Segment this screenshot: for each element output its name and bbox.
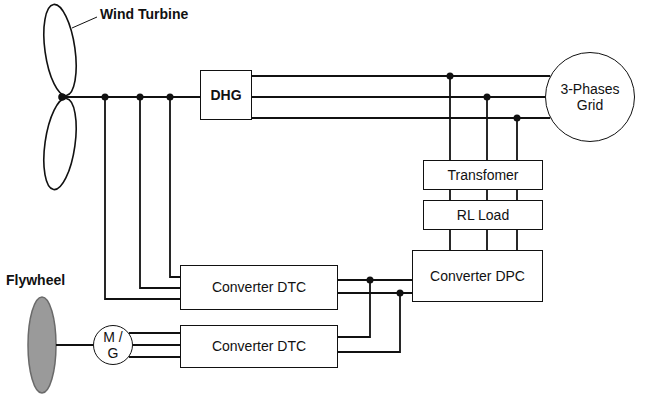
wire-line [516,190,518,200]
wire-line [516,230,518,250]
wire-line [449,190,451,200]
wire-line [252,96,545,98]
converter-box: Converter DTC [180,265,338,310]
converter-box: Converter DTC [180,325,338,368]
flywheel-disc [28,297,56,393]
node-text: DHG [210,87,241,103]
node-text: M / G [100,329,126,361]
leader-line [72,17,97,28]
turbine-label: Wind Turbine [100,6,188,22]
wire-connector [252,76,550,118]
node-text: RL Load [457,207,509,223]
flywheel-label: Flywheel [6,272,65,288]
generator-box: DHG [200,70,252,120]
wire-connector [338,280,412,352]
wire-line [133,344,180,346]
node-text: Transfomer [447,167,518,183]
wire-line [252,117,550,119]
node-text: 3-Phases Grid [552,81,628,113]
converter-box: Converter DPC [412,250,543,302]
wire-line [129,332,180,334]
grid-circle: 3-Phases Grid [545,52,635,142]
machine-circle: M / G [93,325,133,365]
node-text: Converter DPC [430,268,525,284]
transformer-box: Transfomer [423,160,543,190]
wire-connector [450,190,517,200]
wire-line [252,75,550,77]
wire-line [486,190,488,200]
wire-line [338,293,412,352]
wire-connector [129,333,180,357]
wire-connector [450,230,517,250]
wire-line [486,230,488,250]
wire-connector [338,280,412,293]
wire-line [129,356,180,358]
node-text: Converter DTC [212,279,306,295]
shaft-line [56,344,93,346]
wire-line [449,230,451,250]
node-text: Converter DTC [212,338,306,354]
load-box: RL Load [423,200,543,230]
